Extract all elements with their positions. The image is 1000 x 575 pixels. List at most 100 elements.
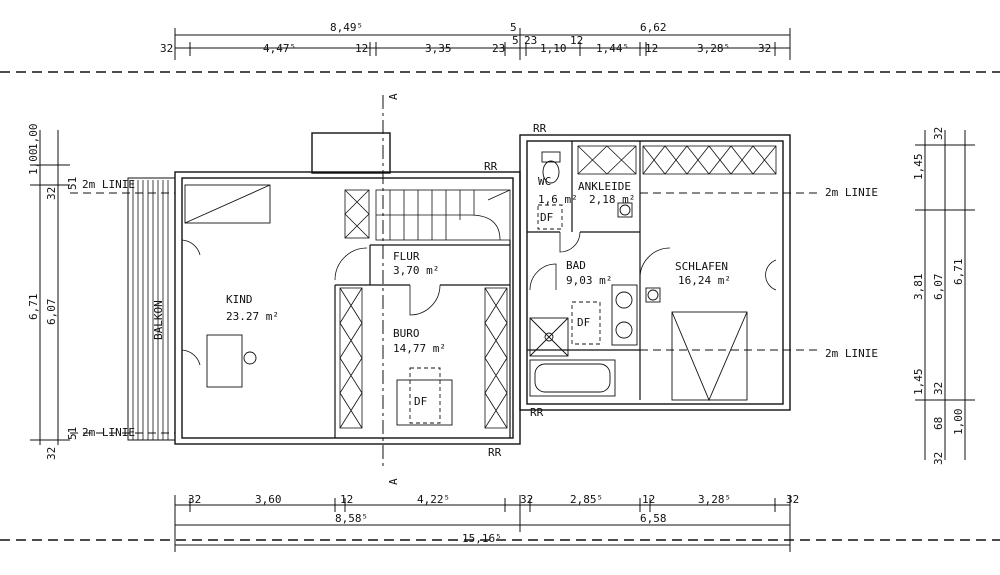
washbasins [611, 284, 638, 346]
dim-top2-3: 3,35 [425, 42, 452, 55]
dim-bot1-2: 12 [340, 493, 353, 506]
section-a-bottom: A [387, 478, 400, 485]
property-boundary-lines [0, 71, 1000, 541]
dim-top2-8: 12 [570, 34, 583, 47]
dim-right-4: 6,71 [952, 259, 965, 286]
dim-left-2: 32 [45, 187, 58, 200]
wardrobe-stair-side [344, 189, 370, 239]
dim-right-3: 6,07 [932, 274, 945, 301]
room-area-ankleide: 2,18 m² [589, 193, 635, 206]
dim-left-4: 6,71 [27, 294, 40, 321]
dim-top1-1: 5 [510, 21, 517, 34]
dim-bot1-5: 2,85⁵ [570, 493, 603, 506]
section-a-top: A [387, 93, 400, 100]
wardrobe-right-buro [484, 287, 508, 429]
kind-dormer [184, 184, 271, 224]
dim-right-1: 1,45 [912, 154, 925, 181]
desk-buro [396, 379, 453, 426]
room-area-buro: 14,77 m² [393, 342, 446, 355]
dim-bot2-0: 8,58⁵ [335, 512, 368, 525]
bottom-dimension-lines [174, 495, 791, 552]
dim-bot1-1: 3,60 [255, 493, 282, 506]
wardrobe-schlafen [642, 145, 777, 175]
desk-kind [206, 334, 257, 388]
dim-left-5: 6,07 [45, 299, 58, 326]
dim-top2-5: 5 [512, 34, 519, 47]
balkon-label: BALKON [152, 300, 165, 340]
room-name-schlafen: SCHLAFEN [675, 260, 728, 273]
room-area-kind: 23.27 m² [226, 310, 279, 323]
room-name-buro: BURO [393, 327, 420, 340]
dim-bot1-7: 3,28⁵ [698, 493, 731, 506]
dim-bot1-3: 4,22⁵ [417, 493, 450, 506]
dim-top2-11: 3,28⁵ [697, 42, 730, 55]
dim-top2-7: 1,10 [540, 42, 567, 55]
room-area-bad: 9,03 m² [566, 274, 612, 287]
top-dimension-lines [174, 28, 791, 60]
dim-left-0: 1,00 [27, 124, 40, 151]
dim-right-8: 1,00 [952, 409, 965, 436]
outer-walls-left [174, 132, 521, 445]
dim-top1-2: 6,62 [640, 21, 667, 34]
bathtub [529, 359, 616, 397]
dim-right-7: 68 [932, 417, 945, 430]
linie-label-right-top: 2m LINIE [825, 186, 878, 199]
rr-label-4: RR [488, 446, 502, 459]
room-area-schlafen: 16,24 m² [678, 274, 731, 287]
right-dimension-lines [915, 130, 975, 460]
room-name-ankleide: ANKLEIDE [578, 180, 631, 193]
outer-walls-right [519, 134, 791, 411]
dim-bot3-0: 15,16⁵ [462, 532, 502, 545]
dim-left-3: 51 [66, 177, 79, 190]
wardrobe-left-buro [339, 287, 363, 429]
room-area-flur: 3,70 m² [393, 264, 439, 277]
rr-label-3: RR [530, 406, 544, 419]
dim-right-9: 32 [932, 452, 945, 465]
rr-label-2: RR [484, 160, 498, 173]
dim-bot1-0: 32 [188, 493, 201, 506]
linie-label-left-bottom: 2m LINIE [82, 426, 135, 439]
dim-bot1-6: 12 [642, 493, 655, 506]
rr-label-1: RR [533, 122, 547, 135]
dim-right-0: 32 [932, 127, 945, 140]
dim-top2-0: 32 [160, 42, 173, 55]
dim-top2-9: 1,44⁵ [596, 42, 629, 55]
dim-left-7: 32 [45, 447, 58, 460]
chimney-ankleide [617, 202, 633, 218]
room-name-kind: KIND [226, 293, 253, 306]
dim-right-2: 3,81 [912, 274, 925, 301]
toilet [541, 151, 561, 184]
dim-bot1-4: 32 [520, 493, 533, 506]
room-name-wc: WC [538, 175, 551, 188]
df-label-wc: DF [540, 211, 553, 224]
left-dimension-lines [30, 130, 70, 445]
shower [529, 317, 569, 357]
dim-top2-6: 23 [524, 34, 537, 47]
dim-top2-10: 12 [645, 42, 658, 55]
staircase [375, 189, 511, 241]
bed [671, 311, 748, 402]
room-name-flur: FLUR [393, 250, 420, 263]
dim-top2-2: 12 [355, 42, 368, 55]
wardrobe-ankleide [577, 145, 637, 175]
room-name-bad: BAD [566, 259, 586, 272]
roof-windows [409, 204, 601, 424]
df-label-buro: DF [414, 395, 427, 408]
linie-label-left-top: 2m LINIE [82, 178, 135, 191]
dim-top2-1: 4,47⁵ [263, 42, 296, 55]
dim-top1-0: 8,49⁵ [330, 21, 363, 34]
dim-right-5: 1,45 [912, 369, 925, 396]
chimney-schlafen [645, 287, 661, 303]
doors [181, 231, 777, 366]
linie-label-right-bottom: 2m LINIE [825, 347, 878, 360]
dim-left-1: 1,00 [27, 149, 40, 176]
dim-top2-4: 23 [492, 42, 505, 55]
inner-walls [334, 141, 641, 438]
room-area-wc: 1,6 m² [538, 193, 578, 206]
dim-right-6: 32 [932, 382, 945, 395]
dim-bot2-1: 6,58 [640, 512, 667, 525]
dim-top2-12: 32 [758, 42, 771, 55]
df-label-bad: DF [577, 316, 590, 329]
dim-bot1-8: 32 [786, 493, 799, 506]
